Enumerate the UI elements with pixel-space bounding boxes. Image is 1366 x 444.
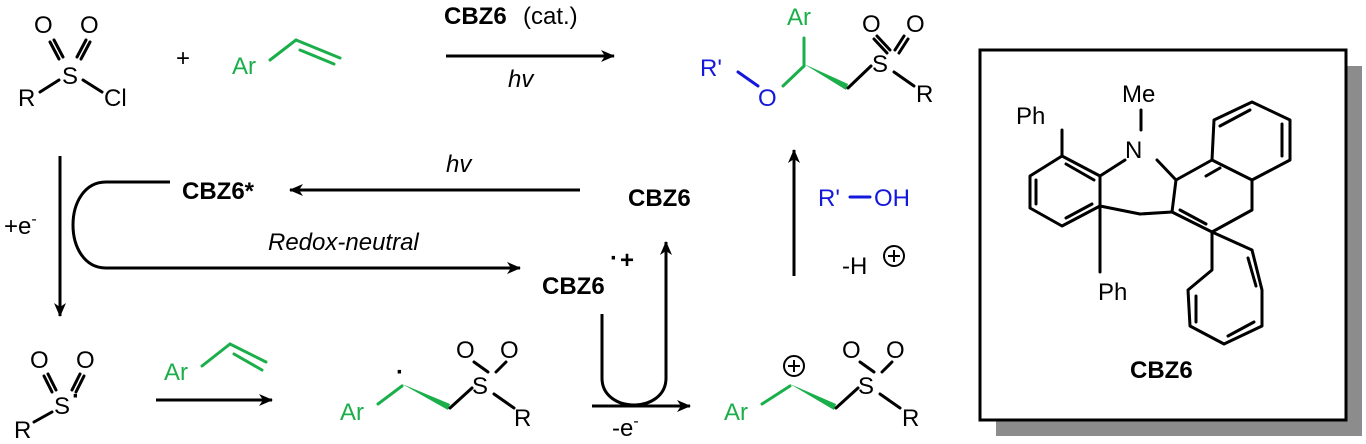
catalyst-structure-box: N Me Ph Ph CBZ6 [978,48,1362,436]
atom-ar-cation: Ar [724,399,748,426]
sulfonyl-chloride: O O S R Cl [18,12,127,112]
atom-o-ether: O [758,85,777,112]
atom-s-product: S [872,51,888,78]
aryl-alkene: Ar [232,38,342,80]
atom-ar-product: Ar [787,4,811,31]
atom-ar-bottom: Ar [164,359,188,386]
atom-o-5: O [30,347,49,374]
redox-neutral-label: Redox-neutral [268,229,419,256]
benzylic-radical-dot: · [396,359,404,386]
atom-o-4: O [906,11,925,38]
cbz6-excited: CBZ6* [182,178,255,205]
cbz6-radical-cation: CBZ6 [542,273,605,300]
atom-r-cation: R [902,405,919,432]
electron-gain: +e- [4,211,37,240]
atom-s-cation: S [858,373,874,400]
atom-me: Me [1122,81,1155,108]
sulfonyl-radical-dot: · [72,383,80,410]
atom-o-8: O [500,337,519,364]
catalyst-label: CBZ6 [444,3,507,30]
benzylic-cation: Ar S O O R [724,337,919,432]
plus-sign: + [176,45,190,72]
atom-ph-2: Ph [1098,279,1127,306]
atom-ph-1: Ph [1016,103,1045,130]
reaction-arrow: CBZ6 (cat.) hv [444,3,615,93]
cbz6-ground: CBZ6 [628,185,691,212]
atom-o-7: O [456,337,475,364]
atom-ar: Ar [232,53,256,80]
atom-n: N [1125,137,1142,164]
atom-o-1: O [34,12,53,39]
atom-r-prime: R' [700,55,722,82]
benzylic-radical: Ar · S O O R [340,337,531,432]
atom-s-radical: S [54,393,70,420]
atom-r-radical-adduct: R [514,405,531,432]
electron-loss: -e- [612,413,639,442]
catalyst-name: CBZ6 [1130,357,1193,384]
alcohol-oh: OH [874,185,910,212]
radical-cation-dot: · [610,245,618,272]
alcohol-r: R' [818,185,840,212]
atom-o-9: O [842,337,861,364]
aryl-alkene-bottom: Ar [164,342,268,386]
atom-o-10: O [886,337,905,364]
product-molecule: R' O Ar S O O R [700,4,933,112]
atom-o-6: O [76,347,95,374]
cycle-light: hv [446,151,473,178]
radical-cation-charge: + [620,247,634,274]
atom-r: R [18,85,35,112]
catalyst-note: (cat.) [523,3,578,30]
atom-o-2: O [80,12,99,39]
atom-s-radical-adduct: S [472,373,488,400]
proton-loss: -H [842,253,867,280]
atom-ar-radical: Ar [340,399,364,426]
atom-r-radical: R [14,417,31,444]
atom-s: S [62,63,78,90]
atom-r-product: R [916,81,933,108]
sulfonyl-radical: O O S · R [14,347,95,444]
light-label: hv [508,66,535,93]
atom-o-3: O [862,11,881,38]
atom-cl: Cl [104,85,127,112]
